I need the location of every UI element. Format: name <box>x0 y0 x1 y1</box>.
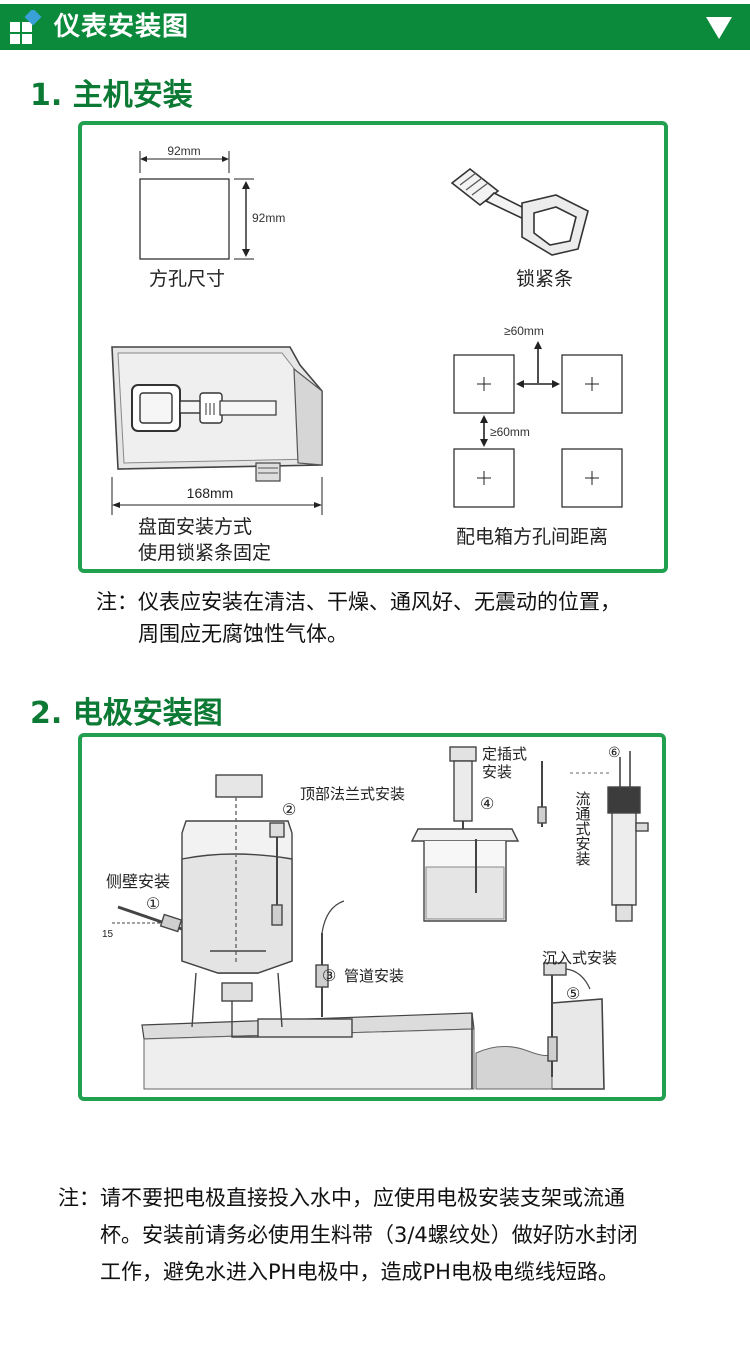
num-3: ③ <box>322 968 336 985</box>
width-168-label: 168mm <box>187 485 234 501</box>
angle-label: 15 <box>102 929 114 940</box>
electrode-note-line-3: 工作，避免水进入PH电极中，造成PH电极电缆线短路。 <box>100 1260 619 1284</box>
num-6: ⑥ <box>608 744 621 760</box>
install-note: 注：仪表应安装在清洁、干燥、通风好、无震动的位置， 周围应无腐蚀性气体。 <box>96 586 621 650</box>
panel-caption-1: 盘面安装方式 <box>138 516 252 538</box>
triangle-down-icon[interactable] <box>706 17 732 39</box>
side-wall-label: 侧壁安装 <box>106 872 170 891</box>
electrode-note-line-1: 注：请不要把电极直接投入水中，应使用电极安装支架或流通 <box>58 1186 625 1210</box>
spacing-caption: 配电箱方孔间距离 <box>456 526 608 548</box>
host-install-diagram: 92mm 92mm 方孔尺寸 锁紧条 <box>78 121 668 573</box>
insert-label-1: 定插式 <box>482 746 527 763</box>
strip-caption: 锁紧条 <box>516 268 573 290</box>
locking-strip-figure: 锁紧条 <box>450 167 589 290</box>
insertion-figure <box>410 746 547 922</box>
hole-width-label: 92mm <box>167 144 200 158</box>
immersion-figure <box>543 962 591 1077</box>
pipe-label: 管道安装 <box>344 968 404 985</box>
install-note-line-1: 注：仪表应安装在清洁、干燥、通风好、无震动的位置， <box>96 590 621 614</box>
num-5: ⑤ <box>566 986 580 1003</box>
hole-caption: 方孔尺寸 <box>149 268 225 290</box>
ground-channel <box>141 998 605 1090</box>
top-flange-label: 顶部法兰式安装 <box>300 786 405 803</box>
electrode-note-line-2: 杯。安装前请务必使用生料带（3/4螺纹处）做好防水封闭 <box>100 1223 638 1247</box>
electrode-install-diagram: 侧壁安装 ① 15 ② 顶部法兰式安装 ③ 管道安装 ④ 定插式 安装 <box>78 733 666 1101</box>
square-hole-figure: 92mm 92mm 方孔尺寸 <box>139 144 285 290</box>
hole-height-label: 92mm <box>252 211 285 225</box>
num-1: ① <box>146 896 160 913</box>
num-4: ④ <box>480 796 494 813</box>
clearance-top-label: ≥60mm <box>504 324 544 338</box>
insert-label-2: 安装 <box>482 764 512 781</box>
tank-figure <box>112 774 353 1038</box>
panel-mount-figure: 168mm 盘面安装方式 使用锁紧条固定 <box>111 346 323 564</box>
flow-cell-figure <box>570 751 649 922</box>
flow-label: 流通式安装 <box>574 791 591 866</box>
num-2: ② <box>282 802 296 819</box>
immersion-label: 沉入式安装 <box>542 950 617 967</box>
grid-logo-icon <box>10 10 42 44</box>
header-title: 仪表安装图 <box>54 12 190 42</box>
electrode-note: 注：请不要把电极直接投入水中，应使用电极安装支架或流通 杯。安装前请务必使用生料… <box>58 1180 638 1291</box>
section2-title: 2. 电极安装图 <box>30 696 223 731</box>
header-bar: 仪表安装图 <box>0 4 750 50</box>
install-note-line-2: 周围应无腐蚀性气体。 <box>138 622 348 646</box>
clearance-mid-label: ≥60mm <box>490 425 530 439</box>
hole-spacing-figure: ≥60mm ≥60mm 配电箱方孔间距离 <box>453 324 623 548</box>
section1-title: 1. 主机安装 <box>30 78 193 113</box>
panel-caption-2: 使用锁紧条固定 <box>138 542 271 564</box>
